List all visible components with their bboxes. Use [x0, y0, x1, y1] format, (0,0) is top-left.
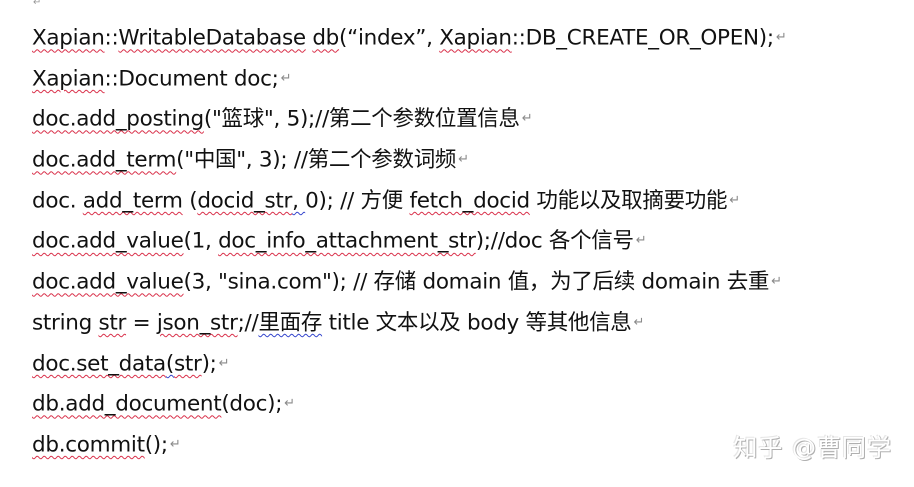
paragraph-mark-icon: ↵	[635, 233, 647, 249]
code-segment: (	[182, 188, 198, 214]
code-segment: ::Document doc;	[104, 66, 279, 92]
code-segment: str	[98, 310, 127, 336]
paragraph-mark-icon: ↵	[284, 396, 295, 412]
code-segment: 0); // 方便	[305, 188, 410, 214]
code-segment: add_term	[82, 188, 183, 214]
code-line-4[interactable]: doc.add_term("中国", 3); //第二个参数词频↵	[32, 140, 912, 181]
code-segment: (1,	[183, 228, 219, 254]
code-segment: =	[126, 310, 157, 336]
code-segment: json_str	[156, 310, 238, 336]
code-segment: ("篮球", 5);//第二个参数位置信息	[203, 106, 520, 132]
code-segment: (doc);	[221, 391, 283, 417]
code-segment: ();	[144, 432, 168, 458]
paragraph-mark-icon: ↵	[169, 436, 181, 452]
paragraph-mark-icon: ↵	[521, 111, 533, 127]
code-segment: Xapian	[32, 66, 105, 92]
code-segment: db	[312, 25, 340, 51]
code-segment: str	[174, 350, 202, 376]
code-segment: doc.add_value	[32, 228, 184, 254]
code-segment: );	[201, 350, 217, 376]
code-segment: doc.add_value	[32, 269, 184, 295]
code-segment: ,	[292, 188, 306, 214]
paragraph-mark-icon: ↵	[33, 0, 42, 8]
code-segment: docid_str	[197, 188, 293, 214]
code-segment: ::DB_CREATE_OR_OPEN);	[511, 25, 774, 51]
code-segment: ("中国", 3); //第二个参数词频	[176, 147, 457, 173]
code-line-3[interactable]: doc.add_posting("篮球", 5);//第二个参数位置信息↵	[32, 99, 912, 140]
code-line-10[interactable]: db.add_document(doc);↵	[32, 384, 912, 425]
code-line-5[interactable]: doc. add_term (docid_str, 0); // 方便 fetc…	[32, 181, 912, 222]
code-segment: 里面存	[258, 310, 323, 336]
code-segment: doc.	[32, 188, 83, 214]
code-segment: WritableDatabase	[118, 25, 306, 51]
code-segment: doc.add_term	[32, 147, 177, 173]
code-segment: title 文本以及 body 等其他信息	[322, 310, 632, 336]
code-segment: 功能以及取摘要功能	[529, 188, 728, 214]
code-line-2[interactable]: Xapian::Document doc;↵	[32, 59, 912, 100]
paragraph-mark-icon: ↵	[218, 355, 230, 371]
paragraph-mark-icon: ↵	[633, 314, 645, 330]
code-line-7[interactable]: doc.add_value(3, "sina.com"); // 存储 doma…	[32, 262, 912, 303]
code-line-8[interactable]: string str = json_str;//里面存 title 文本以及 b…	[32, 303, 912, 344]
code-segment: doc.set_data	[32, 350, 166, 376]
paragraph-mark-icon: ↵	[729, 192, 740, 208]
code-line-11[interactable]: db.commit();↵	[32, 425, 912, 466]
paragraph-mark-icon: ↵	[458, 152, 469, 168]
code-segment: (“index”,	[339, 25, 440, 51]
zhihu-watermark: 知乎 @曹同学	[733, 434, 892, 462]
code-line-9[interactable]: doc.set_data(str);↵	[32, 344, 912, 385]
code-segment: ;//	[237, 310, 259, 336]
code-lines: Xapian::WritableDatabase db(“index”, Xap…	[32, 18, 912, 466]
code-segment: doc_info_attachment_str	[218, 228, 476, 254]
paragraph-mark-icon: ↵	[775, 30, 787, 45]
code-segment: (	[165, 350, 174, 376]
code-line-1[interactable]: Xapian::WritableDatabase db(“index”, Xap…	[32, 18, 912, 59]
paragraph-mark-icon: ↵	[280, 70, 292, 86]
code-segment: string	[32, 310, 99, 336]
code-segment: Xapian	[439, 25, 512, 51]
code-segment: doc.add_posting	[32, 106, 204, 132]
code-segment: fetch_docid	[409, 188, 530, 214]
paragraph-mark-icon: ↵	[771, 274, 782, 290]
code-segment: Xapian	[32, 25, 105, 51]
code-segment: db.add_document	[32, 391, 222, 417]
code-segment: (3, "sina.com"); // 存储 domain 值，为了后续 dom…	[183, 269, 770, 295]
code-segment: ::	[104, 25, 119, 51]
code-line-6[interactable]: doc.add_value(1, doc_info_attachment_str…	[32, 221, 912, 262]
code-segment: );//doc 各个信号	[475, 228, 634, 254]
code-segment: db.commit	[32, 432, 145, 458]
